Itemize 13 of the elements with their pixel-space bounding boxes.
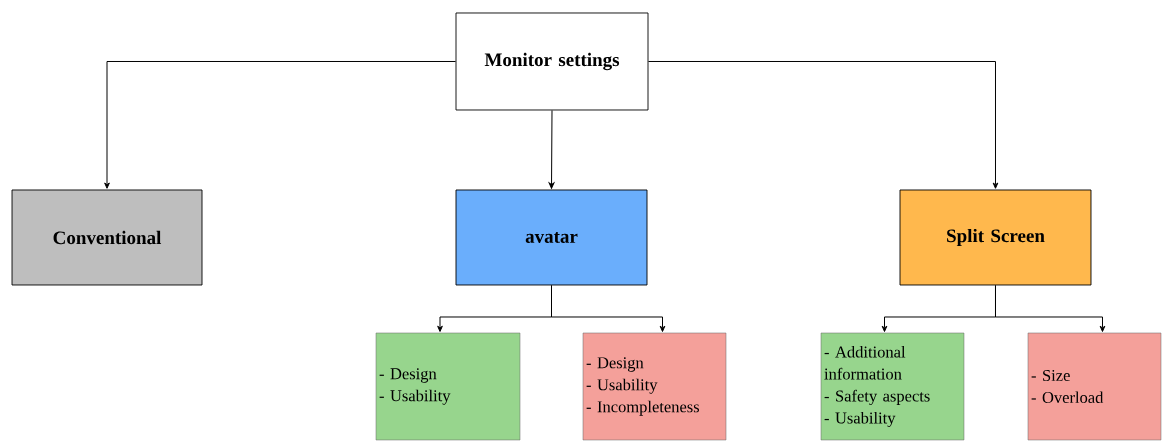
category-box: Split Screen: [899, 189, 1092, 286]
arrow: [104, 61, 457, 189]
finding-box: - Design - Usability: [375, 332, 521, 441]
finding-box: - Design - Usability - Incompleteness: [582, 332, 727, 441]
finding-box: - Additional information - Safety aspects - Usability: [820, 332, 965, 441]
category-box: Monitor settings: [455, 12, 649, 111]
finding-box: - Size - Overload: [1027, 332, 1162, 441]
arrow: [548, 109, 555, 189]
arrow: [647, 61, 999, 189]
arrow: [551, 284, 666, 332]
arrow: [995, 284, 1106, 332]
category-box: avatar: [455, 189, 648, 286]
category-box: Conventional: [11, 189, 203, 286]
